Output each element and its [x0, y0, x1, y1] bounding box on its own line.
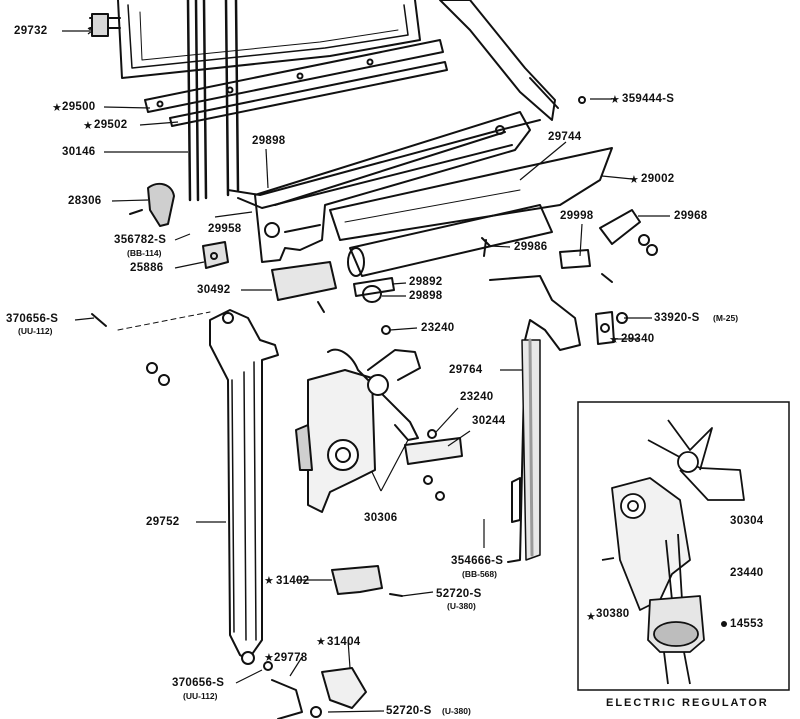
part-label-30146: 30146 [62, 146, 96, 158]
part-label-29898-lower: 29898 [409, 290, 443, 302]
part-sub-uu-112-lower: (UU-112) [183, 691, 218, 701]
replacement-markers: ★ ★ ★ ★ ★ ★ ★ ★ ★ [52, 93, 727, 664]
part-sub-u-380-upper: (U-380) [447, 601, 476, 611]
part-label-354666-s: 354666-S [451, 555, 504, 567]
part-label-30492: 30492 [197, 284, 231, 296]
part-label-29986: 29986 [514, 241, 548, 253]
weatherstrips [144, 39, 448, 127]
small-hardware [91, 96, 658, 386]
part-label-29998: 29998 [560, 210, 594, 222]
part-label-29002: 29002 [641, 173, 675, 185]
part-label-29744: 29744 [548, 131, 582, 143]
svg-text:★: ★ [264, 651, 274, 664]
part-label-33920-s: 33920-S [654, 312, 700, 324]
part-label-52720-s-upper: 52720-S [436, 588, 482, 600]
part-label-52720-s-lower: 52720-S [386, 705, 432, 717]
channel-tube [347, 204, 553, 277]
part-label-29968: 29968 [674, 210, 708, 222]
part-label-29340: 29340 [621, 333, 655, 345]
svg-text:★: ★ [610, 93, 620, 106]
part-sub-uu-112-upper: (UU-112) [18, 326, 53, 336]
part-label-29500: 29500 [62, 101, 96, 113]
part-label-30304: 30304 [730, 515, 764, 527]
part-label-29752: 29752 [146, 516, 180, 528]
svg-text:★: ★ [629, 173, 639, 186]
lower-brackets [263, 565, 403, 719]
part-label-29778: 29778 [274, 652, 308, 664]
part-sub-bb-114: (BB-114) [127, 248, 162, 258]
lower-channel-29002 [329, 147, 613, 241]
svg-text:★: ★ [264, 574, 274, 587]
part-label-29502: 29502 [94, 119, 128, 131]
rear-run-channel [489, 275, 628, 563]
part-label-370656-s-lower: 370656-S [172, 677, 225, 689]
part-label-29732: 29732 [14, 25, 48, 37]
part-label-370656-s-upper: 370656-S [6, 313, 59, 325]
part-label-31404: 31404 [327, 636, 361, 648]
manual-regulator [295, 325, 463, 513]
part-sub-u-380-lower: (U-380) [442, 706, 471, 716]
part-label-30306: 30306 [364, 512, 398, 524]
part-label-23240-upper: 23240 [421, 322, 455, 334]
part-label-23240-lower: 23240 [460, 391, 494, 403]
part-label-356782-s: 356782-S [114, 234, 167, 246]
part-sub-bb-568: (BB-568) [462, 569, 497, 579]
glass-run-channels [186, 0, 240, 202]
door-sash-frame [227, 0, 559, 209]
part-label-29892: 29892 [409, 276, 443, 288]
front-run-channel [209, 309, 279, 665]
svg-text:★: ★ [586, 610, 596, 623]
part-sub-m-25: (M-25) [713, 313, 739, 323]
part-label-23440: 23440 [730, 567, 764, 579]
part-label-29958: 29958 [208, 223, 242, 235]
part-label-29764: 29764 [449, 364, 483, 376]
part-label-28306: 28306 [68, 195, 102, 207]
svg-text:★: ★ [83, 119, 93, 132]
part-label-29898-upper: 29898 [252, 135, 286, 147]
svg-text:★: ★ [52, 101, 62, 114]
part-label-31402: 31402 [276, 575, 310, 587]
inset-caption: ELECTRIC REGULATOR [606, 697, 769, 709]
part-label-359444-s: 359444-S [622, 93, 675, 105]
svg-text:★: ★ [316, 635, 326, 648]
part-label-30380: 30380 [596, 608, 630, 620]
window-glass-frame [89, 0, 421, 79]
part-label-25886: 25886 [130, 262, 164, 274]
part-label-30244: 30244 [472, 415, 506, 427]
glass-channel-bracket [254, 111, 531, 263]
svg-text:★: ★ [609, 333, 619, 346]
electric-regulator-inset [577, 401, 790, 691]
part-label-14553: 14553 [730, 618, 764, 630]
